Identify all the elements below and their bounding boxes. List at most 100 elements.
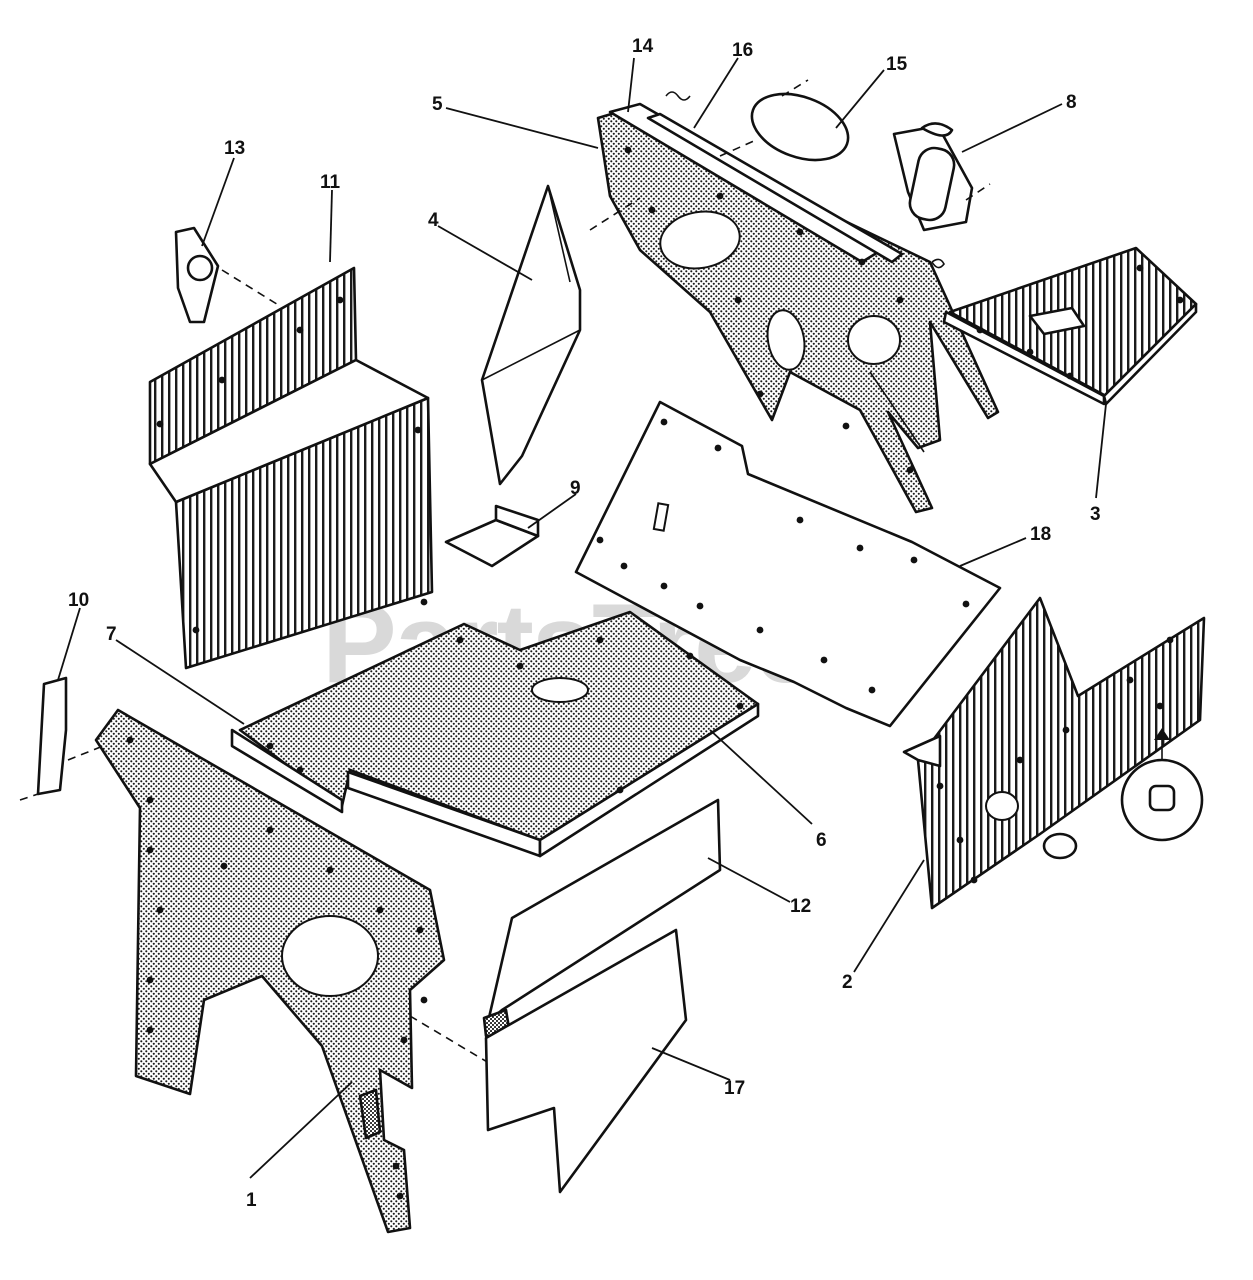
bolt-hole — [716, 192, 724, 200]
bolt-hole — [648, 206, 656, 214]
part-13-latch — [174, 226, 281, 324]
callout-14: 14 — [632, 36, 654, 57]
bolt-hole — [296, 326, 304, 334]
bolt-hole — [192, 626, 200, 634]
part-2-right-side-panel — [902, 596, 1206, 910]
bolt-hole — [1016, 756, 1024, 764]
bolt-hole — [218, 376, 226, 384]
callout-8: 8 — [1066, 92, 1077, 113]
bolt-hole — [596, 636, 604, 644]
bolt-hole — [896, 296, 904, 304]
bolt-hole — [736, 702, 744, 710]
part-9-small-bracket — [444, 504, 540, 568]
bolt-hole — [868, 686, 876, 694]
bolt-hole — [1136, 264, 1144, 272]
bolt-hole — [1062, 726, 1070, 734]
bolt-hole — [266, 826, 274, 834]
bolt-hole — [420, 598, 428, 606]
bolt-hole — [266, 742, 274, 750]
bolt-hole — [686, 652, 694, 660]
callout-9: 9 — [570, 478, 581, 499]
bolt-hole — [756, 390, 764, 398]
part-11-upper-panel — [148, 266, 434, 670]
bolt-hole — [796, 228, 804, 236]
bolt-hole — [146, 796, 154, 804]
bolt-hole — [1126, 676, 1134, 684]
bolt-hole — [146, 976, 154, 984]
bolt-hole — [420, 996, 428, 1004]
callout-4: 4 — [428, 210, 439, 231]
bolt-hole — [146, 1026, 154, 1034]
bolt-hole — [400, 1036, 408, 1044]
part-17-lower-plate — [484, 928, 688, 1194]
bolt-hole — [820, 656, 828, 664]
bolt-hole — [660, 582, 668, 590]
bolt-hole — [456, 636, 464, 644]
bolt-hole — [1166, 636, 1174, 644]
bolt-hole — [396, 1192, 404, 1200]
part-8-column-bracket — [892, 122, 991, 269]
bolt-hole — [516, 662, 524, 670]
bolt-hole — [906, 466, 914, 474]
bolt-hole — [1066, 372, 1074, 380]
bolt-hole — [962, 600, 970, 608]
callout-17: 17 — [724, 1078, 745, 1099]
part-3-rear-bracket — [942, 246, 1198, 406]
callout-7: 7 — [106, 624, 117, 645]
bolt-hole — [392, 1162, 400, 1170]
bolt-hole — [936, 782, 944, 790]
callouts: 1 2 3 4 5 6 7 8 9 10 11 12 13 14 16 15 1… — [68, 36, 1101, 1211]
part-10-strap — [19, 676, 109, 801]
callout-15: 15 — [886, 54, 908, 75]
detail-bubble-grommet — [1120, 728, 1204, 842]
part-5-rear-panel — [596, 102, 1000, 514]
bolt-hole — [220, 862, 228, 870]
bolt-hole — [1156, 702, 1164, 710]
bolt-hole — [126, 736, 134, 744]
callout-3: 3 — [1090, 504, 1101, 525]
bolt-hole — [856, 544, 864, 552]
bolt-hole — [696, 602, 704, 610]
leader-lines — [57, 57, 1107, 1179]
part-4-side-plate — [480, 184, 641, 486]
part-16-strip — [646, 91, 904, 264]
bolt-hole — [1176, 296, 1184, 304]
bolt-hole — [842, 422, 850, 430]
bolt-hole — [660, 418, 668, 426]
bolt-hole — [1026, 348, 1034, 356]
callout-18: 18 — [1030, 524, 1051, 545]
callout-10: 10 — [68, 590, 89, 611]
part-15-cover-plate — [719, 79, 850, 162]
bolt-holes — [126, 146, 1184, 1200]
part-6-7-floor-pan — [230, 610, 760, 858]
bolt-hole — [624, 146, 632, 154]
bolt-hole — [956, 836, 964, 844]
bolt-hole — [296, 766, 304, 774]
bolt-hole — [796, 516, 804, 524]
part-18-floor-plate — [574, 400, 1002, 728]
bolt-hole — [414, 426, 422, 434]
bolt-hole — [596, 536, 604, 544]
bolt-hole — [146, 846, 154, 854]
bolt-hole — [858, 258, 866, 266]
bolt-hole — [620, 562, 628, 570]
bolt-hole — [714, 444, 722, 452]
bolt-hole — [734, 296, 742, 304]
callout-1: 1 — [246, 1190, 257, 1211]
bolt-hole — [756, 626, 764, 634]
bolt-hole — [910, 556, 918, 564]
callout-5: 5 — [432, 94, 443, 115]
bolt-hole — [976, 326, 984, 334]
bolt-hole — [376, 906, 384, 914]
bolt-hole — [616, 786, 624, 794]
bolt-hole — [416, 926, 424, 934]
callout-15-16a: 16 — [732, 40, 753, 61]
bolt-hole — [156, 906, 164, 914]
callout-13: 13 — [224, 138, 245, 159]
callout-12: 12 — [790, 896, 811, 917]
callout-11: 11 — [320, 172, 341, 193]
callout-6: 6 — [816, 830, 827, 851]
bolt-hole — [156, 420, 164, 428]
callout-2: 2 — [842, 972, 853, 993]
part-1-left-side-panel — [94, 708, 505, 1234]
